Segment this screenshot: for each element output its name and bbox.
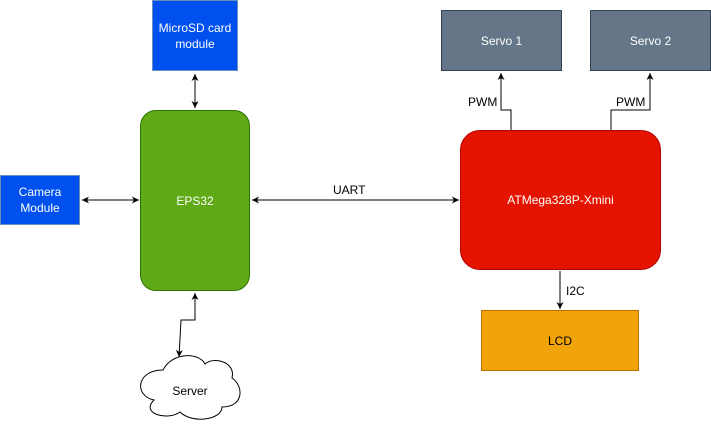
microsd-card-module-box: MicroSD card module: [152, 0, 238, 71]
pwm-servo1-edge-label: PWM: [468, 95, 498, 109]
microsd-label: MicroSD card module: [158, 20, 232, 51]
pwm-servo2-edge-label: PWM: [616, 95, 646, 109]
server-cloud-shape: [140, 355, 241, 420]
server-label: Server: [172, 384, 208, 398]
lcd-label: LCD: [547, 333, 572, 348]
uart-edge-label: UART: [333, 183, 366, 197]
servo2-label: Servo 2: [629, 33, 672, 48]
esp32-label: EPS32: [176, 193, 214, 208]
camera-label: Camera Module: [18, 185, 62, 215]
edge-atmega-servo1: [497, 73, 512, 130]
servo1-label: Servo 1: [480, 33, 523, 48]
esp32-box: EPS32: [140, 110, 250, 291]
camera-module-box: Camera Module: [0, 175, 80, 225]
lcd-box: LCD: [481, 310, 639, 371]
i2c-edge-label: I2C: [566, 284, 585, 298]
atmega-label: ATMega328P-Xmini: [507, 193, 614, 207]
edge-atmega-servo2: [610, 73, 654, 130]
servo1-box: Servo 1: [441, 10, 562, 71]
server-label-box: Server: [150, 376, 230, 406]
servo2-box: Servo 2: [590, 10, 711, 71]
atmega-box: ATMega328P-Xmini: [460, 130, 661, 270]
edge-esp32-server: [175, 293, 199, 358]
